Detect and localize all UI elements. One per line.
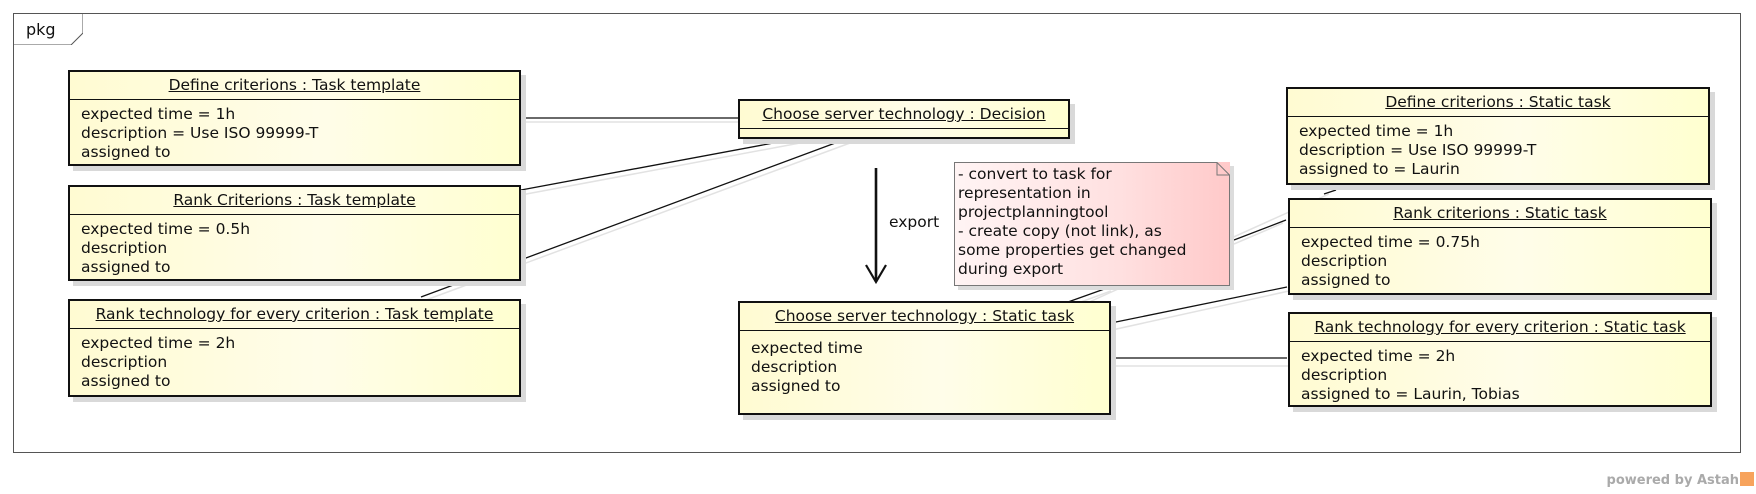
attribute-description: description = Use ISO 99999-T — [1299, 141, 1537, 159]
package-frame — [13, 13, 1741, 453]
task-template-define-criterions[interactable]: Define criterions : Task template expect… — [68, 70, 521, 166]
attribute-expected-time: expected time = 2h — [81, 334, 236, 352]
static-task-define-criterions[interactable]: Define criterions : Static task expected… — [1286, 87, 1710, 185]
note-line: during export — [958, 260, 1064, 278]
export-note[interactable]: - convert to task for representation in … — [954, 162, 1230, 286]
static-task-rank-criterions[interactable]: Rank criterions : Static task expected t… — [1288, 198, 1712, 295]
note-fold-corner — [954, 162, 1230, 286]
attribute-description: description — [81, 239, 168, 257]
object-title: Choose server technology : Static task — [740, 303, 1109, 331]
object-title: Rank technology for every criterion : St… — [1290, 314, 1710, 342]
attribute-assigned-to: assigned to = Laurin — [1299, 160, 1460, 178]
powered-by-footer: powered by Astah — [1607, 472, 1754, 488]
static-task-choose-server-technology[interactable]: Choose server technology : Static task e… — [738, 301, 1111, 415]
note-line: - convert to task for — [958, 165, 1112, 183]
attribute-assigned-to: assigned to — [1301, 271, 1391, 289]
object-title: Rank Criterions : Task template — [70, 187, 519, 215]
astah-logo-icon — [1740, 472, 1754, 486]
assoc-note-static — [1067, 286, 1111, 303]
attribute-description: description — [1301, 252, 1388, 270]
object-title: Rank technology for every criterion : Ta… — [70, 301, 519, 329]
note-text: - convert to task for representation in … — [958, 165, 1186, 279]
attribute-expected-time: expected time — [751, 339, 863, 357]
decision-object-title: Choose server technology : Decision — [740, 101, 1068, 129]
object-title: Define criterions : Static task — [1288, 89, 1708, 117]
note-line: - create copy (not link), as — [958, 222, 1162, 240]
attribute-expected-time: expected time = 0.5h — [81, 220, 251, 238]
assoc-decision-rank — [520, 138, 796, 191]
decision-object[interactable]: Choose server technology : Decision — [738, 99, 1070, 139]
footer-text: powered by Astah — [1606, 473, 1739, 488]
attribute-assigned-to: assigned to = Laurin, Tobias — [1301, 385, 1520, 403]
task-template-rank-technology[interactable]: Rank technology for every criterion : Ta… — [68, 299, 521, 397]
attribute-assigned-to: assigned to — [81, 372, 171, 390]
assoc-static-rank — [1110, 286, 1288, 324]
attribute-expected-time: expected time = 2h — [1301, 347, 1456, 365]
export-arrow — [865, 168, 887, 285]
task-template-rank-criterions[interactable]: Rank Criterions : Task template expected… — [68, 185, 521, 281]
attribute-description: description — [81, 353, 168, 371]
attribute-description: description = Use ISO 99999-T — [81, 124, 319, 142]
note-line: projectplanningtool — [958, 203, 1109, 221]
static-task-rank-technology[interactable]: Rank technology for every criterion : St… — [1288, 312, 1712, 407]
export-arrow-label: export — [889, 213, 940, 231]
attribute-description: description — [1301, 366, 1388, 384]
assoc-static-define-lower — [1323, 189, 1337, 195]
assoc-static-define — [1233, 219, 1287, 241]
attribute-assigned-to: assigned to — [81, 143, 171, 161]
attribute-description: description — [751, 358, 838, 376]
package-frame-tab — [13, 13, 83, 45]
attribute-assigned-to: assigned to — [751, 377, 841, 395]
object-title: Define criterions : Task template — [70, 72, 519, 100]
note-line: representation in — [958, 184, 1091, 202]
note-line: some properties get changed — [958, 241, 1187, 259]
attribute-assigned-to: assigned to — [81, 258, 171, 276]
attribute-expected-time: expected time = 1h — [81, 105, 236, 123]
object-title: Rank criterions : Static task — [1290, 200, 1710, 228]
package-frame-label: pkg — [26, 20, 56, 39]
attribute-expected-time: expected time = 0.75h — [1301, 233, 1480, 251]
attribute-expected-time: expected time = 1h — [1299, 122, 1454, 140]
